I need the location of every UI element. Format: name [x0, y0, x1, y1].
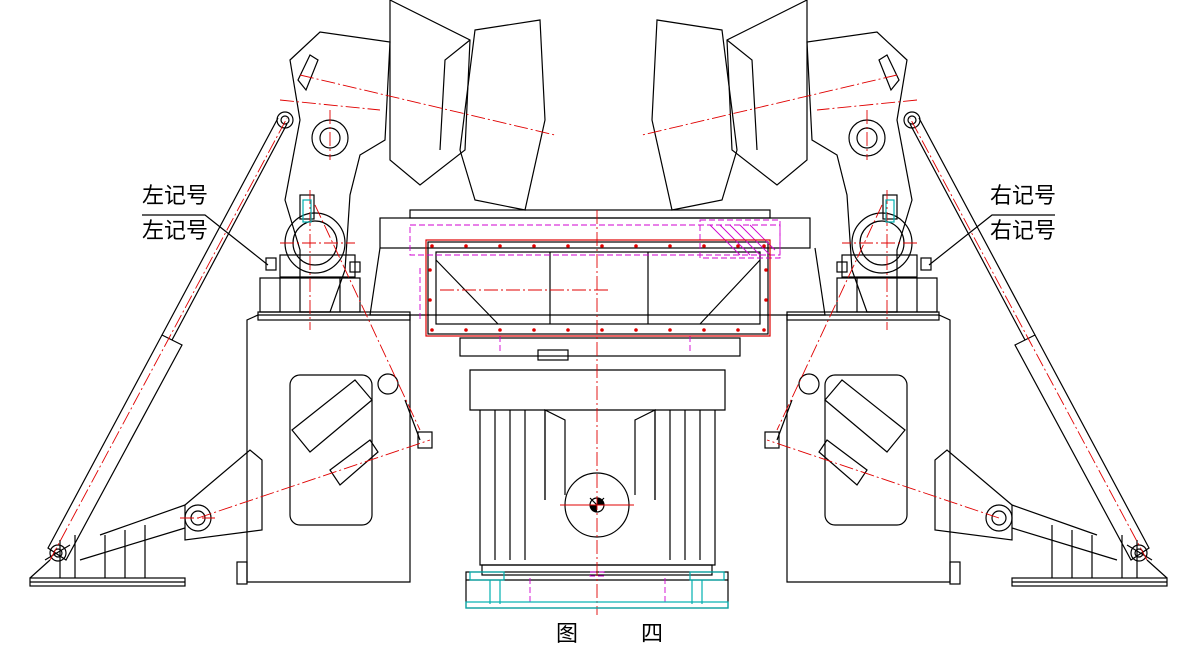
center-assembly: [369, 209, 826, 609]
center-red-outline: [425, 210, 771, 615]
left-lower-hinge: [79, 449, 263, 561]
center-bolt-dots: [428, 244, 768, 332]
left-cyan-mark: [302, 199, 312, 223]
center-hidden-lines: [409, 219, 781, 604]
figure-caption: 图 四: [556, 622, 691, 647]
left-mark-label-2: 左记号: [142, 219, 209, 244]
right-mark-label-1: 右记号: [990, 184, 1057, 209]
left-inner-cylinder: [291, 373, 433, 486]
left-assembly: [29, 0, 546, 587]
center-cyan-base: [465, 571, 729, 609]
right-mark-label-2: 右记号: [990, 219, 1057, 244]
left-pedestal: [236, 277, 411, 585]
left-base-plate: [29, 525, 186, 587]
left-leader-line: [142, 214, 269, 266]
left-mark-label-1: 左记号: [142, 184, 209, 209]
left-centerlines: [49, 74, 556, 561]
left-hydraulic-cylinder: [44, 111, 294, 562]
left-grinding-roller: [389, 0, 546, 211]
